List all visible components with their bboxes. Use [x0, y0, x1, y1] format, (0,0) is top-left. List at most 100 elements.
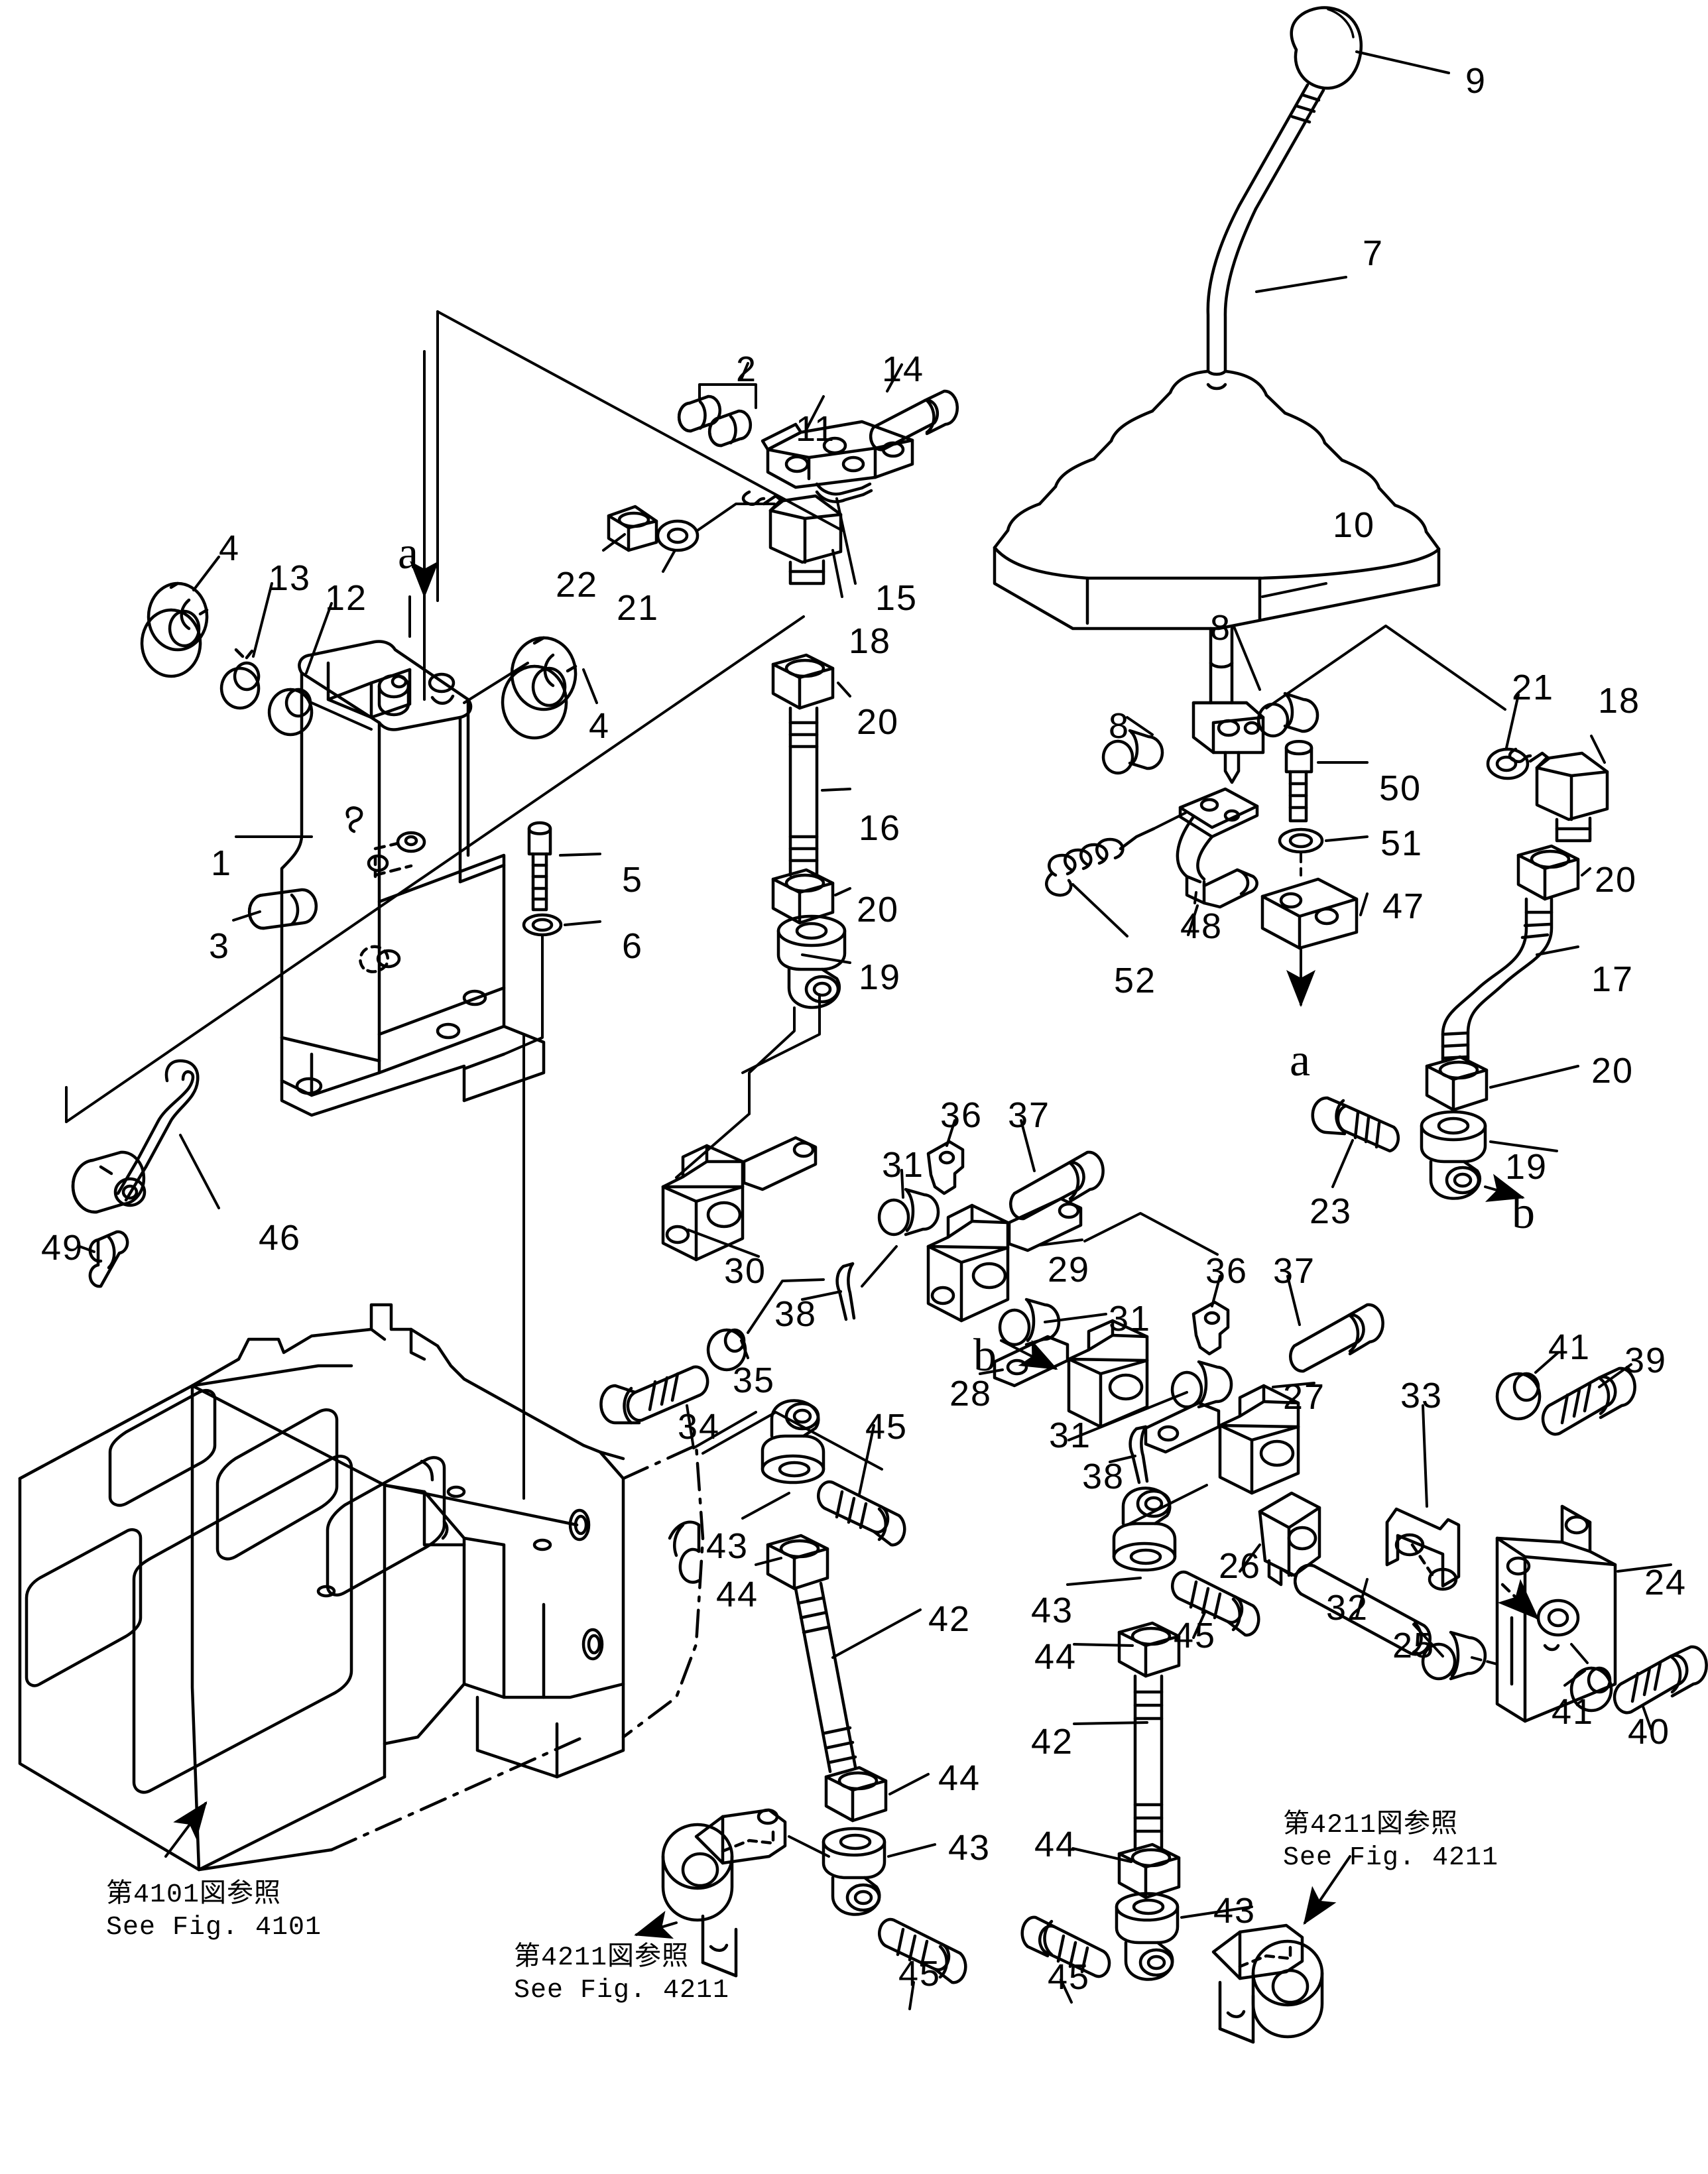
- callout-48: 48: [1180, 906, 1223, 946]
- callout-23: 23: [1310, 1191, 1353, 1231]
- figure-reference-en: See Fig. 4211: [514, 1975, 730, 2006]
- callout-44: 44: [1034, 1637, 1077, 1677]
- callout-11: 11: [796, 409, 836, 449]
- washer-6: [522, 913, 563, 937]
- nut-20-upper: [771, 653, 835, 710]
- callout-44: 44: [1034, 1825, 1077, 1864]
- callout-43: 43: [1213, 1891, 1256, 1931]
- tube-17: [1441, 897, 1554, 1063]
- callout-3: 3: [209, 926, 231, 966]
- bolt-5: [527, 821, 552, 912]
- callout-38: 38: [774, 1294, 818, 1334]
- pin-49: [88, 1230, 129, 1288]
- bolt-45-la: [817, 1480, 906, 1547]
- callout-28: 28: [949, 1374, 993, 1414]
- joint-43-lb: [822, 1827, 886, 1916]
- callout-20: 20: [1591, 1051, 1634, 1091]
- rod-16: [788, 706, 819, 877]
- callout-31: 31: [882, 1145, 925, 1185]
- callout-19: 19: [859, 957, 902, 997]
- retainer-36-a: [926, 1140, 965, 1195]
- callout-45: 45: [1048, 1957, 1091, 1997]
- bolt-34: [599, 1365, 709, 1425]
- washer-51: [1278, 827, 1324, 854]
- callout-25: 25: [1392, 1626, 1435, 1665]
- callout-2: 2: [736, 349, 758, 389]
- callout-8: 8: [1210, 608, 1232, 648]
- callout-32: 32: [1326, 1588, 1369, 1628]
- figure-reference-jp: 第4211図参照: [514, 1943, 690, 1973]
- callout-37: 37: [1008, 1095, 1051, 1135]
- callout-6: 6: [622, 926, 644, 966]
- callout-18: 18: [849, 621, 892, 661]
- bolt-37-b: [1289, 1303, 1384, 1373]
- bolt-45-ra: [1171, 1570, 1260, 1637]
- callout-a: a: [1290, 1035, 1312, 1086]
- joint-19-right: [1420, 1110, 1487, 1200]
- callout-20: 20: [1595, 860, 1638, 900]
- bushing-31-c: [1170, 1360, 1233, 1409]
- callout-33: 33: [1400, 1376, 1443, 1416]
- cotter-38-b: [1128, 1425, 1149, 1484]
- callout-1: 1: [211, 843, 233, 883]
- callout-36: 36: [940, 1095, 983, 1135]
- valve-stem-lower: [1191, 627, 1265, 784]
- bellcrank-left: [661, 1808, 787, 1978]
- callout-31: 31: [1109, 1299, 1152, 1339]
- nut-44-ra: [1117, 1621, 1181, 1678]
- callout-43: 43: [706, 1526, 749, 1566]
- callout-39: 39: [1624, 1341, 1668, 1380]
- callout-20: 20: [857, 890, 900, 930]
- lever-shaft-7: [1206, 83, 1325, 373]
- snap-ring-13: [219, 648, 261, 710]
- joint-43-ra: [1112, 1486, 1177, 1572]
- bushing-31-a: [877, 1187, 940, 1237]
- callout-44: 44: [716, 1575, 759, 1614]
- callout-50: 50: [1379, 768, 1422, 808]
- bolt-40: [1613, 1645, 1708, 1715]
- bolt-45-rb: [1020, 1915, 1111, 1978]
- block-47: [1260, 877, 1359, 950]
- nut-44-la: [766, 1534, 829, 1591]
- callout-b: b: [973, 1330, 998, 1381]
- callout-20: 20: [857, 702, 900, 742]
- callout-45: 45: [898, 1954, 942, 1994]
- figure-reference-en: See Fig. 4101: [106, 1912, 322, 1943]
- bolt-37-a: [1009, 1150, 1105, 1221]
- callout-18: 18: [1598, 681, 1641, 721]
- callout-44: 44: [938, 1758, 981, 1798]
- callout-37: 37: [1273, 1251, 1316, 1291]
- washer-12: [267, 688, 314, 737]
- figure-reference-en: See Fig. 4211: [1283, 1842, 1499, 1873]
- callout-52: 52: [1114, 961, 1157, 1000]
- cotter-pin-15: [815, 482, 873, 503]
- washer-41-upper: [1495, 1372, 1542, 1421]
- plate-24: [1495, 1504, 1617, 1723]
- callout-49: 49: [41, 1228, 84, 1268]
- bracket-33: [1385, 1507, 1461, 1591]
- callout-42: 42: [1031, 1722, 1074, 1762]
- callout-4: 4: [219, 528, 241, 568]
- bellcrank-right: [1211, 1923, 1324, 2044]
- callout-45: 45: [1174, 1616, 1217, 1656]
- callout-51: 51: [1380, 823, 1424, 863]
- bushing-25: [1421, 1630, 1487, 1681]
- callout-21: 21: [1512, 668, 1555, 707]
- bracket-30: [661, 1136, 818, 1262]
- callout-34: 34: [678, 1407, 721, 1447]
- bolt-45-lb: [878, 1917, 967, 1984]
- callout-9: 9: [1465, 61, 1487, 101]
- bushing-3: [247, 888, 318, 930]
- callout-47: 47: [1382, 886, 1426, 926]
- joint-19-left: [776, 914, 847, 1009]
- cabin-housing: [18, 1303, 705, 1872]
- callout-35: 35: [733, 1360, 776, 1400]
- nut-44-rb: [1117, 1842, 1181, 1900]
- grommet-4-left: [140, 581, 209, 678]
- nut-20-r-lower: [1425, 1055, 1489, 1112]
- lever-48: [1176, 787, 1259, 909]
- callout-41: 41: [1552, 1692, 1595, 1732]
- callout-8: 8: [1109, 706, 1130, 746]
